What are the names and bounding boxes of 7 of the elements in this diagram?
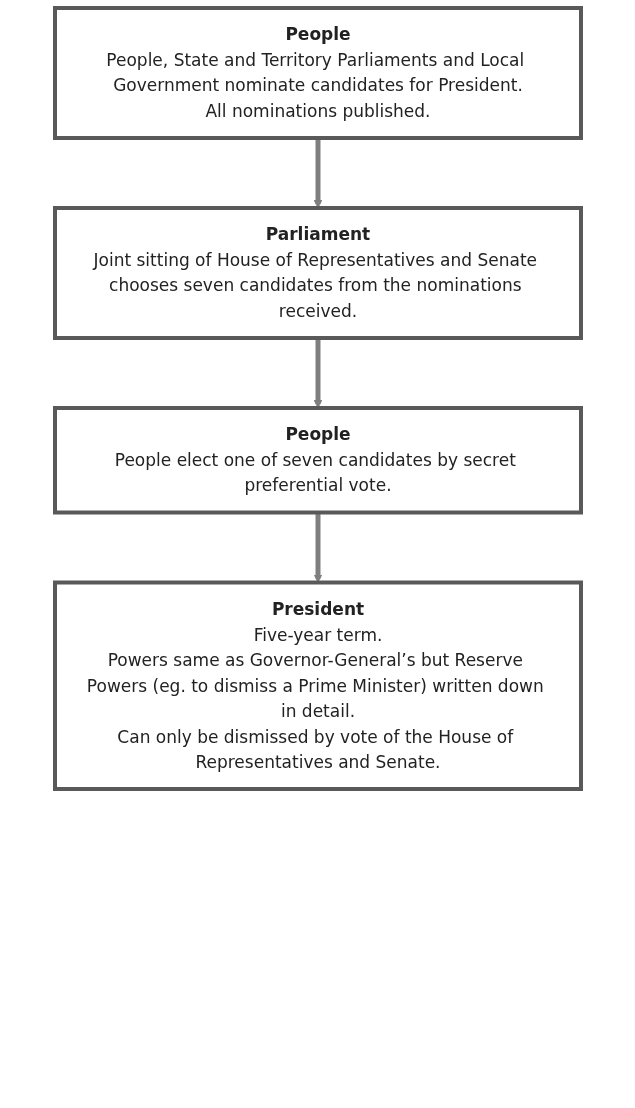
node-box: Parliament Joint sitting of House of Representatives and Senate chooses seven candidates from the nominations received. [52, 206, 583, 340]
arrow [313, 512, 322, 583]
node-box: President Five-year term. Powers same as Governor-General’s but Reserve Powers (eg. to dismiss a Prime Minister) written down in detail. Can only be dismissed by vote of the House of Representatives and Senate. [52, 580, 583, 791]
arrow [313, 338, 322, 409]
node-box: People People elect one of seven candidates by secret preferential vote. [52, 406, 583, 515]
arrow [313, 138, 322, 209]
node-box: People People, State and Territory Parliaments and Local Government nominate candidates for President. All nominations published. [52, 6, 583, 140]
